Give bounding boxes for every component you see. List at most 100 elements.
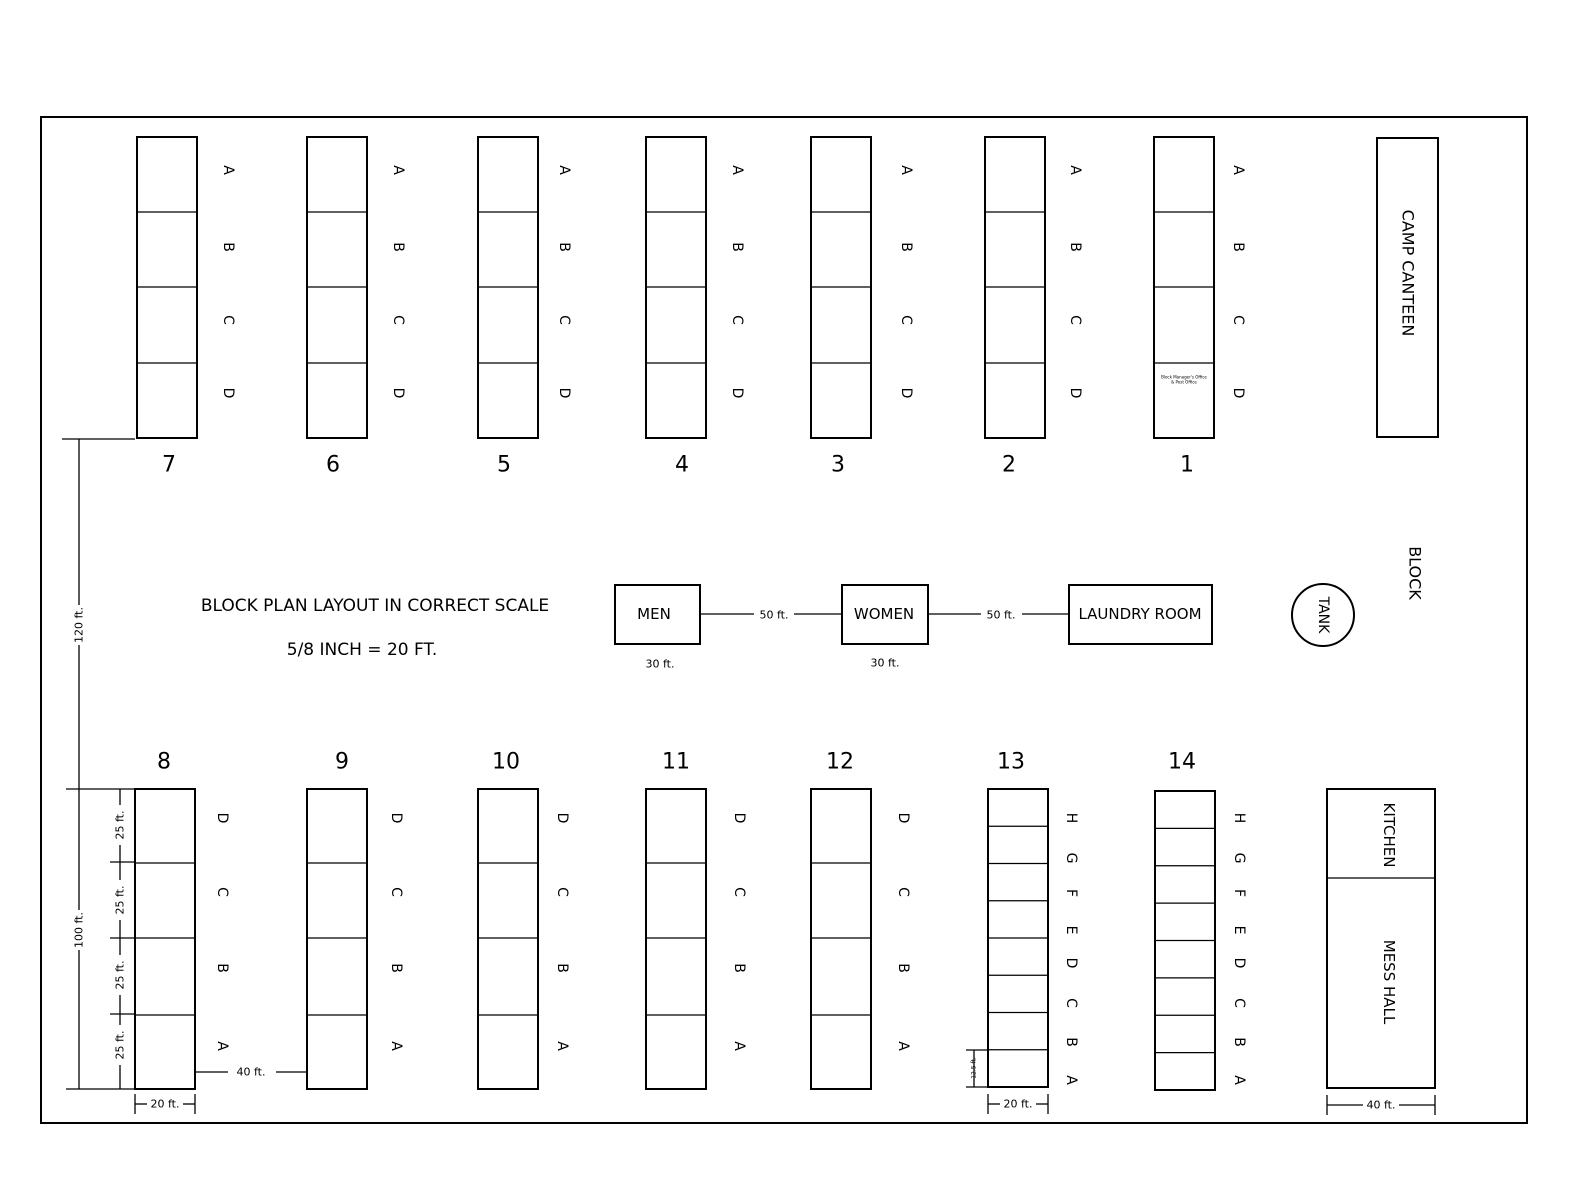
plan-scale: 5/8 INCH = 20 FT. (287, 640, 438, 660)
kitchen-mess-hall (1326, 788, 1436, 1089)
unit-label: G (1063, 853, 1079, 864)
unit-label: C (729, 315, 745, 325)
unit-label: A (556, 165, 572, 175)
unit-label: B (1067, 242, 1083, 252)
dimension-label: 50 ft. (760, 609, 789, 622)
unit-label: E (1063, 926, 1079, 935)
unit-label: C (895, 887, 911, 897)
unit-label: A (554, 1041, 570, 1051)
unit-label: C (1067, 315, 1083, 325)
laundry-label: LAUNDRY ROOM (1078, 605, 1201, 623)
men-label: MEN (637, 605, 671, 623)
camp-canteen (1376, 137, 1439, 438)
unit-label: B (554, 963, 570, 973)
unit-label: A (390, 165, 406, 175)
dimension-label: 25 ft. (114, 811, 127, 840)
camp-canteen-label: CAMP CANTEEN (1399, 210, 1418, 337)
unit-label: C (1230, 315, 1246, 325)
unit-label: A (895, 1041, 911, 1051)
barrack-number: 9 (335, 750, 349, 775)
unit-label: B (898, 242, 914, 252)
unit-label: C (1063, 998, 1079, 1008)
unit-label: D (388, 813, 404, 824)
unit-label: C (554, 887, 570, 897)
unit-label: A (729, 165, 745, 175)
barrack-number: 12 (826, 750, 854, 775)
office-note: Block Manager's Office (1161, 375, 1207, 380)
dimension-label: 20 ft. (151, 1098, 180, 1111)
barrack-number: 14 (1168, 750, 1196, 775)
women-label: WOMEN (854, 605, 914, 623)
block-label: BLOCK (1406, 546, 1425, 600)
barrack-number: 13 (997, 750, 1025, 775)
unit-label: B (731, 963, 747, 973)
barrack-number: 7 (162, 453, 176, 478)
barrack-12 (810, 788, 872, 1090)
barrack-number: 4 (675, 453, 689, 478)
dimension-label: 30 ft. (871, 657, 900, 670)
barrack-number: 2 (1002, 453, 1016, 478)
dimension-label: 12.5 ft. (971, 1057, 978, 1079)
unit-label: D (1230, 388, 1246, 399)
unit-label: D (1063, 958, 1079, 969)
unit-label: A (214, 1041, 230, 1051)
dimension-label: 100 ft. (73, 912, 86, 948)
barrack-number: 3 (831, 453, 845, 478)
unit-label: C (731, 887, 747, 897)
mess-hall-label: MESS HALL (1380, 940, 1398, 1025)
barrack-9 (306, 788, 368, 1090)
unit-label: D (898, 388, 914, 399)
unit-label: D (729, 388, 745, 399)
unit-label: E (1231, 926, 1247, 935)
barrack-8 (134, 788, 196, 1090)
dimension-label: 20 ft. (1004, 1098, 1033, 1111)
barrack-number: 1 (1180, 453, 1194, 478)
unit-label: D (731, 813, 747, 824)
unit-label: B (214, 963, 230, 973)
unit-label: B (390, 242, 406, 252)
barrack-10 (477, 788, 539, 1090)
dimension-label: 25 ft. (114, 886, 127, 915)
men-latrine (614, 584, 701, 645)
unit-label: B (729, 242, 745, 252)
unit-label: B (1231, 1037, 1247, 1047)
dimension-label: 40 ft. (237, 1066, 266, 1079)
unit-label: C (1231, 998, 1247, 1008)
unit-label: D (556, 388, 572, 399)
barrack-number: 5 (497, 453, 511, 478)
unit-label: F (1231, 889, 1247, 897)
unit-label: D (390, 388, 406, 399)
block-boundary (40, 116, 1528, 1124)
unit-label: B (220, 242, 236, 252)
women-latrine (841, 584, 929, 645)
unit-label: C (388, 887, 404, 897)
dimension-label: 25 ft. (114, 961, 127, 990)
unit-label: D (554, 813, 570, 824)
unit-label: G (1231, 853, 1247, 864)
unit-label: A (731, 1041, 747, 1051)
dimension-label: 50 ft. (987, 609, 1016, 622)
barrack-11 (645, 788, 707, 1090)
unit-label: A (1063, 1075, 1079, 1085)
unit-label: H (1231, 813, 1247, 824)
dimension-label: 120 ft. (73, 607, 86, 643)
unit-label: C (390, 315, 406, 325)
unit-label: H (1063, 813, 1079, 824)
plan-title: BLOCK PLAN LAYOUT IN CORRECT SCALE (201, 596, 549, 616)
barrack-number: 10 (492, 750, 520, 775)
unit-label: B (1230, 242, 1246, 252)
unit-label: A (898, 165, 914, 175)
unit-label: D (220, 388, 236, 399)
tank-label: TANK (1315, 596, 1331, 635)
unit-label: D (1231, 958, 1247, 969)
barrack-number: 11 (662, 750, 690, 775)
dimension-label: 25 ft. (114, 1031, 127, 1060)
barrack-number: 6 (326, 453, 340, 478)
unit-label: B (895, 963, 911, 973)
unit-label: B (556, 242, 572, 252)
unit-label: A (388, 1041, 404, 1051)
dimension-label: 30 ft. (646, 658, 675, 671)
unit-label: C (214, 887, 230, 897)
unit-label: B (388, 963, 404, 973)
